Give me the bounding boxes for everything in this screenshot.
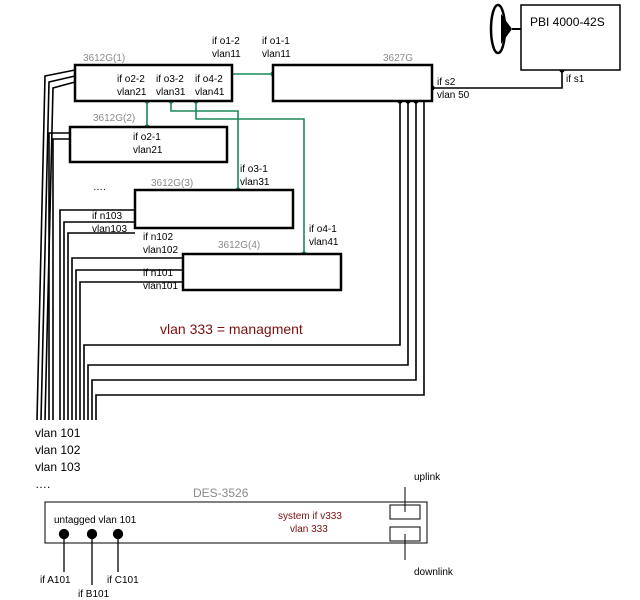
switch-3612g-2-box: [68, 125, 229, 164]
des-untagged-label: untagged vlan 101: [54, 515, 137, 526]
port-label-o3-2: if o3-2 vlan31: [156, 74, 187, 98]
management-note: vlan 333 = managment: [160, 321, 303, 337]
port-label-o2-1: if o2-1 vlan21: [133, 132, 164, 156]
port-label-b101: if B101: [78, 589, 110, 600]
port-label-c101: if C101: [107, 575, 139, 586]
switch-3612g-1-label: 3612G(1): [83, 53, 125, 64]
des-system-label: system if v333 vlan 333: [278, 511, 345, 535]
port-label-o4-1: if o4-1 vlan41: [309, 224, 340, 248]
port-label-a101: if A101: [40, 575, 71, 586]
des-3526-label: DES-3526: [193, 486, 249, 500]
switch-3612g-1-box: [73, 63, 234, 103]
access-ports: [58, 528, 124, 585]
switch-3612g-3-box: [133, 188, 295, 230]
uplink-label: uplink: [414, 472, 441, 483]
port-label-o1-2: if o1-2 vlan11: [212, 36, 243, 60]
vlan-list: vlan 101 vlan 102 vlan 103 ….: [35, 426, 84, 491]
port-label-s2: if s2 vlan 50: [437, 77, 470, 101]
vlan-links: [146, 73, 305, 254]
pbi-label: PBI 4000-42S: [530, 15, 605, 29]
port-label-s1: if s1: [566, 74, 585, 85]
port-label-o2-2: if o2-2 vlan21: [117, 74, 148, 98]
switch-3612g-4-label: 3612G(4): [218, 240, 260, 251]
switch-3612g-3-label: 3612G(3): [151, 178, 193, 189]
des-3526-box: [44, 501, 428, 544]
port-label-n102: if n102 vlan102: [143, 232, 178, 256]
switch-3627g-box: [271, 63, 434, 103]
port-label-n103: if n103 vlan103: [92, 211, 127, 235]
trunk-lines: [36, 69, 563, 421]
switch-3612g-2-label: 3612G(2): [93, 113, 135, 124]
switch-3627g-label: 3627G: [383, 53, 413, 64]
port-label-o4-2: if o4-2 vlan41: [195, 74, 226, 98]
ellipsis-mid: ….: [93, 182, 106, 193]
switch-3612g-4-box: [181, 252, 343, 292]
port-label-o3-1: if o3-1 vlan31: [240, 164, 271, 188]
pbi-box: [520, 4, 621, 71]
port-label-o1-1: if o1-1 vlan11: [262, 36, 293, 60]
downlink-label: downlink: [414, 567, 454, 578]
satellite-dish-icon: [489, 3, 521, 55]
port-label-n101: if n101 vlan101: [143, 268, 178, 292]
